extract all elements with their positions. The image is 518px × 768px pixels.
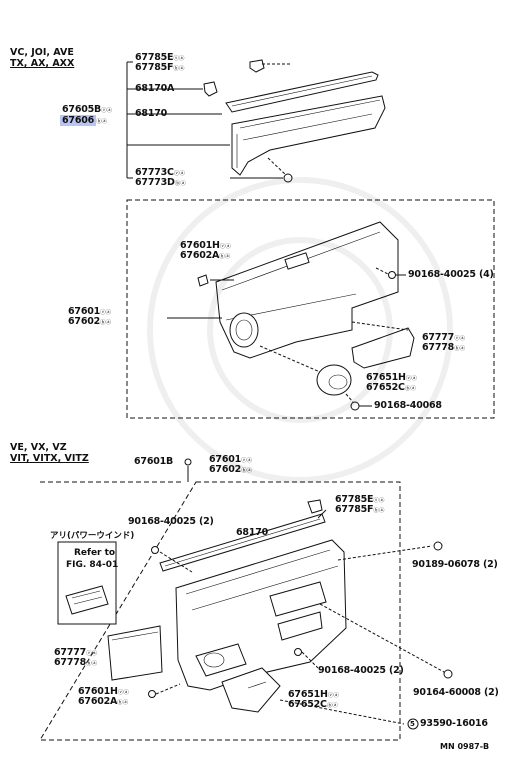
label-67785f-top[interactable]: 67785Fⓑⓐ [135,62,185,73]
label-67652c-mid[interactable]: 67652Cⓑⓐ [366,382,416,393]
watermark [147,177,453,483]
header-group-b-line2: VIT, VITX, VITZ [10,453,89,464]
label-67601-bot[interactable]: 67601ⓥⓐ [209,454,253,465]
label-90168-40025-2a[interactable]: 90168-40025 (2) [128,516,214,527]
label-67778-mid[interactable]: 67778ⓑⓐ [422,342,466,353]
label-67777-mid[interactable]: 67777ⓥⓐ [422,332,466,343]
label-67602-bot[interactable]: 67602ⓑⓐ [209,464,253,475]
label-90189-06078[interactable]: 90189-06078 (2) [412,559,498,570]
label-68170-top[interactable]: 68170 [135,108,168,119]
label-67602a-mid[interactable]: 67602Aⓑⓐ [180,250,231,261]
header-group-a-line1: VC, JOI, AVE [10,47,74,58]
label-67778-bot[interactable]: 67778ⓑⓐ [54,657,98,668]
label-67773d[interactable]: 67773Dⓑⓐ [135,177,186,188]
bracket-top-group [126,61,230,179]
label-68170-bot[interactable]: 68170 [236,527,269,538]
refer-fig-link[interactable]: FIG. 84-01 [66,560,119,570]
circle-5-number: 5 [410,720,415,728]
header-group-b-line1: VE, VX, VZ [10,442,67,453]
frame-bottom-group [39,481,401,741]
armrest-67605 [231,95,386,176]
speaker-grille-67651 [316,364,352,396]
label-67601h-bot[interactable]: 67601Hⓥⓐ [78,686,129,697]
refer-to-text: Refer to [74,548,116,558]
label-67785e-bot[interactable]: 67785Eⓥⓐ [335,494,385,505]
clip-67785 [249,59,265,73]
label-67652c-bot[interactable]: 67652Cⓑⓐ [288,699,338,710]
screw-67773 [283,173,293,183]
label-68170a[interactable]: 68170A [135,83,175,94]
speaker-recess [229,312,259,348]
diagram-code: MN 0987-B [440,742,490,751]
circle-5-marker [407,718,419,730]
clip-68170a [203,81,218,97]
label-67777-bot[interactable]: 67777ⓥⓐ [54,647,98,658]
label-90168-40068[interactable]: 90168-40068 [374,400,442,411]
label-67601b[interactable]: 67601B [134,456,174,467]
label-67602-mid[interactable]: 67602ⓑⓐ [68,316,112,327]
armrest-pad-67777 [351,327,415,369]
armrest-pocket-67777 [107,625,163,681]
label-90168-40025-2b[interactable]: 90168-40025 (2) [318,665,404,676]
label-67773c[interactable]: 67773Cⓥⓐ [135,167,185,178]
power-window-switch [65,585,109,615]
header-group-a-line2: TX, AX, AXX [10,58,75,69]
label-67601h-mid[interactable]: 67601Hⓥⓐ [180,240,231,251]
label-67601-mid[interactable]: 67601ⓥⓐ [68,306,112,317]
moulding-upper [225,71,379,113]
label-67602a-bot[interactable]: 67602Aⓑⓐ [78,696,129,707]
label-67651h-bot[interactable]: 67651Hⓥⓐ [288,689,339,700]
label-93590-16016[interactable]: 93590-16016 [420,718,488,729]
frame-middle-group [126,199,495,419]
door-panel-middle [215,221,399,359]
label-90168-40025-4[interactable]: 90168-40025 (4) [408,269,494,280]
label-67785e-top[interactable]: 67785Eⓥⓐ [135,52,185,63]
label-67651h-mid[interactable]: 67651Hⓥⓐ [366,372,417,383]
power-window-note: アリ(パワーウインド) [50,531,135,541]
label-90164-60008[interactable]: 90164-60008 (2) [413,687,499,698]
speaker-grille-bottom [221,667,281,713]
label-67785f-bot[interactable]: 67785Fⓑⓐ [335,504,385,515]
label-67605b[interactable]: 67605Bⓥⓐ [62,104,113,115]
